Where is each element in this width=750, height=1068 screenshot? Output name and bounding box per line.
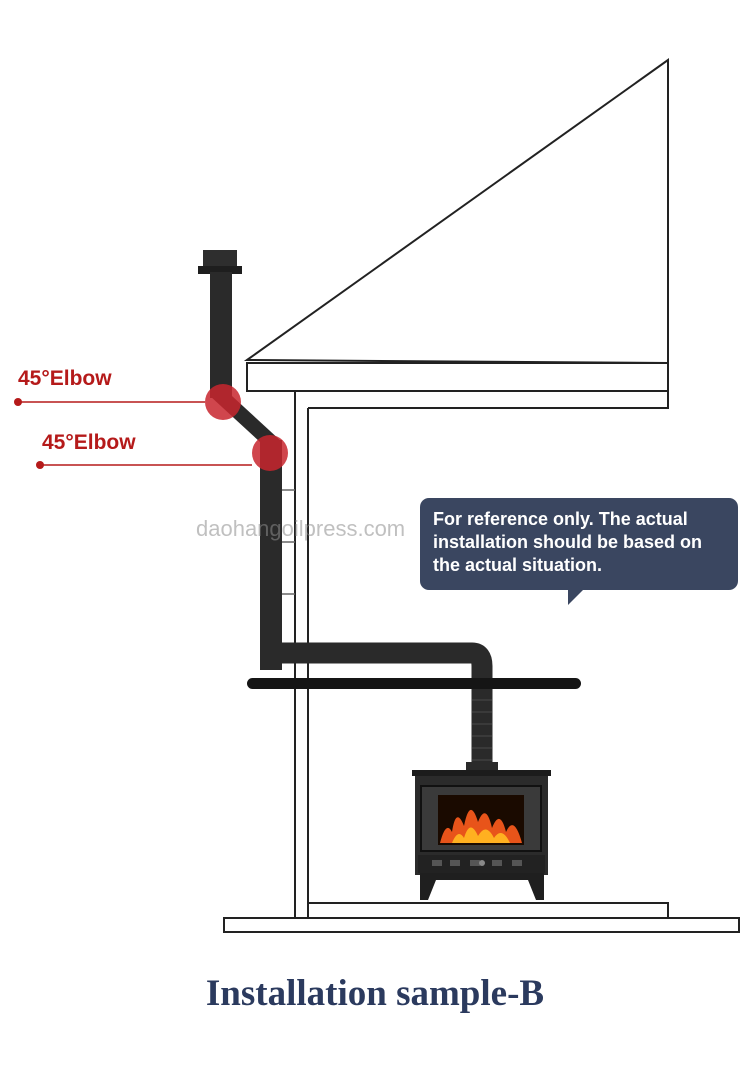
pipe-corrugation <box>472 699 492 761</box>
ceiling-line <box>308 391 669 409</box>
room-walls <box>223 391 740 933</box>
elbow-label-lower: 45°Elbow <box>42 431 136 454</box>
leader-dot-upper <box>14 398 22 406</box>
leader-dot-lower <box>36 461 44 469</box>
floor-inner-line <box>308 902 669 918</box>
floor-slab <box>223 917 740 933</box>
pipe-horizontal-run <box>271 642 493 770</box>
fire-core <box>452 827 510 843</box>
elbow-label-upper: 45°Elbow <box>18 367 112 390</box>
pipe-collar <box>466 762 498 772</box>
note-bubble: For reference only. The actual installat… <box>420 498 738 590</box>
wall-shelf <box>247 678 581 689</box>
elbow-highlight-upper <box>205 384 241 420</box>
roof-slab <box>246 362 669 392</box>
roof <box>243 58 669 392</box>
note-text: For reference only. The actual installat… <box>433 509 703 575</box>
diagram-caption: Installation sample-B <box>205 973 545 1014</box>
pipe-lower-vertical <box>260 440 282 670</box>
stove-legs <box>420 873 544 900</box>
pipe-upper-vertical <box>210 272 232 398</box>
note-bubble-tail <box>568 589 584 605</box>
roof-triangle <box>243 58 669 365</box>
wood-stove <box>412 770 551 900</box>
leader-lines <box>14 398 252 469</box>
chimney-cap-rim <box>198 266 242 274</box>
stove-vents <box>432 860 522 866</box>
elbow-highlight-lower <box>252 435 288 471</box>
stove-top <box>412 770 551 776</box>
watermark: daohangoilpress.com <box>196 516 406 541</box>
elbow-highlights <box>205 384 288 471</box>
